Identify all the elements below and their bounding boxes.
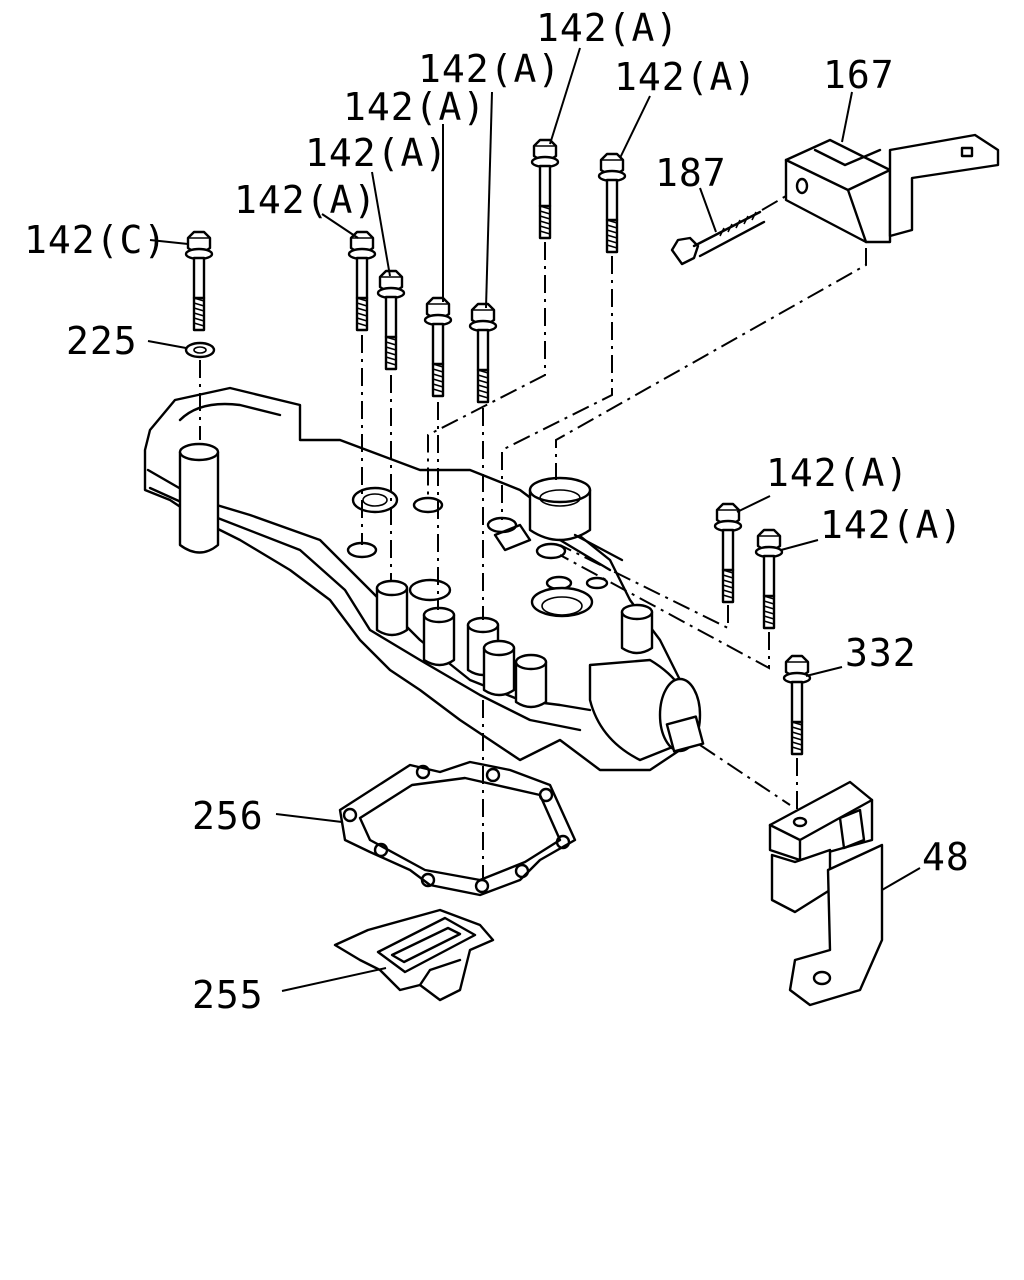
label-142a-6: 142(A) xyxy=(614,55,757,99)
label-142a-3: 142(A) xyxy=(343,85,486,129)
bolt-142a-mid xyxy=(423,296,453,398)
label-142a-8: 142(A) xyxy=(820,503,963,547)
assembly-centerlines xyxy=(199,195,867,880)
bolt-142a-mid-right xyxy=(468,302,498,404)
label-187: 187 xyxy=(655,151,727,195)
bracket-167 xyxy=(784,133,1000,244)
leader-lines xyxy=(147,47,921,992)
bolt-142a-top xyxy=(530,138,560,240)
label-167: 167 xyxy=(823,53,895,97)
label-142a-2: 142(A) xyxy=(305,131,448,175)
label-142a-4: 142(A) xyxy=(418,47,561,91)
label-256: 256 xyxy=(192,794,264,838)
bolt-142a-right-1 xyxy=(713,502,743,604)
valve-body-housing xyxy=(143,386,705,772)
washer-225 xyxy=(184,341,216,359)
label-142c: 142(C) xyxy=(24,218,167,262)
label-225: 225 xyxy=(66,319,138,363)
label-48: 48 xyxy=(922,835,970,879)
bolt-332 xyxy=(782,654,812,756)
bolt-142c xyxy=(184,230,214,332)
callout-labels: 142(C) 225 142(A) 142(A) 142(A) 142(A) 1… xyxy=(24,6,970,1017)
bolt-142a-right-2 xyxy=(754,528,784,630)
plate-255 xyxy=(333,908,495,1002)
gasket-256 xyxy=(338,760,577,897)
bracket-48 xyxy=(768,780,884,1007)
bolt-187 xyxy=(670,210,766,266)
label-142a-1: 142(A) xyxy=(234,178,377,222)
bolt-142a-mid-left xyxy=(376,269,406,371)
bolt-142a-left xyxy=(347,230,377,332)
label-332: 332 xyxy=(845,631,917,675)
label-142a-5: 142(A) xyxy=(536,6,679,50)
bolt-142a-top-right xyxy=(597,152,627,254)
label-255: 255 xyxy=(192,973,264,1017)
label-142a-7: 142(A) xyxy=(766,451,909,495)
